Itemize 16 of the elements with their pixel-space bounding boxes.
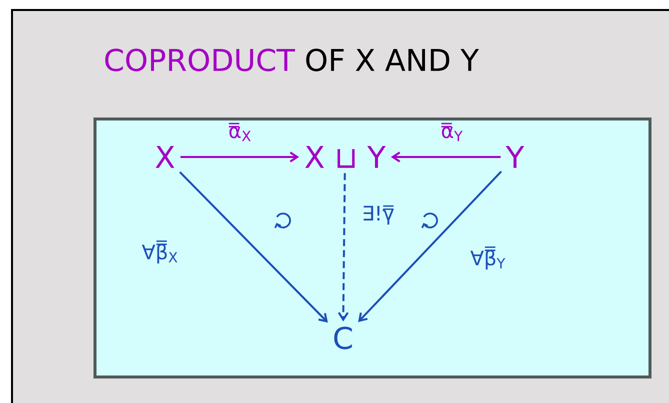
object-label: X ⊔ Y	[305, 146, 386, 168]
edge-label: α̿$_{X}$	[227, 122, 253, 142]
arrow	[338, 173, 349, 322]
object-label: X	[156, 146, 174, 168]
arrow	[180, 152, 300, 162]
arrow	[179, 171, 328, 323]
object-label: Y	[506, 146, 524, 168]
title: COPRODUCT OF X AND Y	[105, 48, 479, 72]
edge-label: ∀β̿$_{X}$	[140, 240, 180, 264]
arrow	[358, 170, 502, 322]
edge-label: ∀β̿$_{Y}$	[469, 246, 507, 270]
diagram-box	[94, 118, 652, 378]
edge-label: α̿$_{Y}$	[440, 122, 464, 142]
edge-label: ∃!γ̿	[360, 204, 396, 226]
object-label: C	[334, 326, 352, 350]
arrow	[390, 152, 501, 162]
